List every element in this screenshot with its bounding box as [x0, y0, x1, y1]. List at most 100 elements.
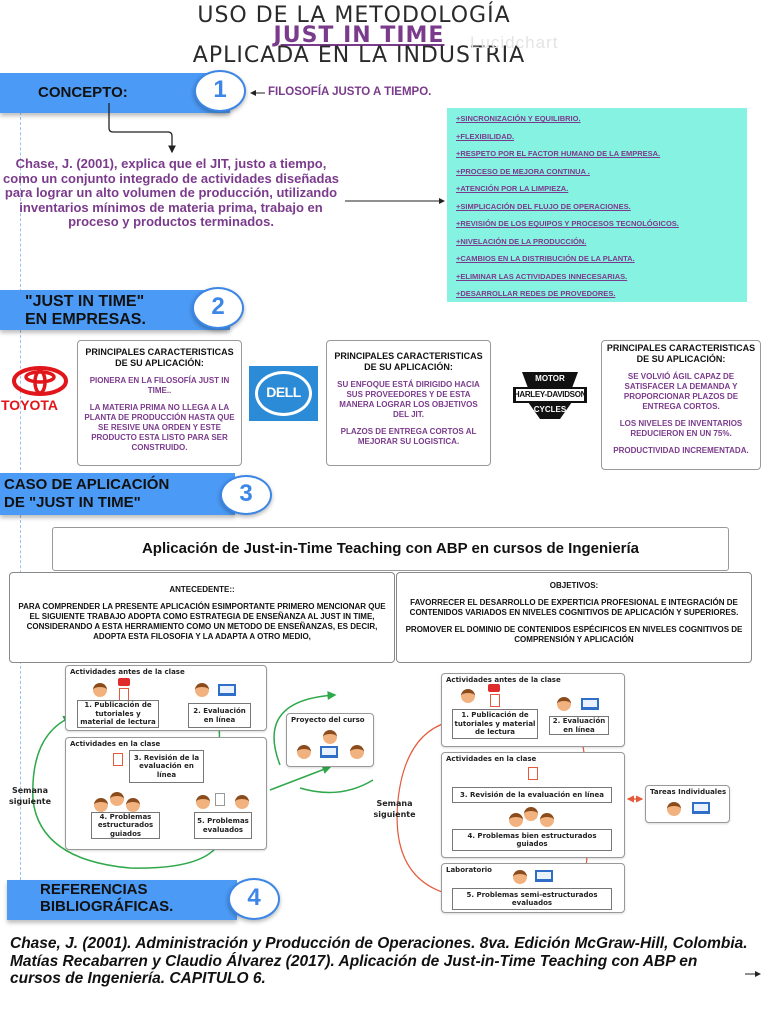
section-label-caso-1: CASO DE APLICACIÓN: [4, 476, 170, 493]
section-label-referencias-2: BIBLIOGRÁFICAS.: [40, 898, 174, 915]
student-avatar-icon: [323, 730, 337, 744]
objetivos-text-2: PROMOVER EL DOMINIO DE CONTENIDOS ESPÉCI…: [405, 625, 743, 644]
principle-item: +REVISIÓN DE LOS EQUIPOS Y PROCESOS TECN…: [456, 219, 679, 228]
dell-logo-icon: DELL: [249, 366, 318, 421]
dell-card: PRINCIPALES CARACTERISTICAS DE SU APLICA…: [326, 340, 491, 466]
right-step-2: 2. Evaluación en línea: [549, 716, 609, 735]
section-label-referencias-1: REFERENCIAS: [40, 881, 148, 898]
laptop-icon: [581, 698, 599, 710]
left-step-5: 5. Problemas evaluados: [194, 812, 252, 839]
harley-card-heading: PRINCIPALES CARACTERISTICAS DE SU APLICA…: [606, 343, 756, 364]
left-next-week-label: Semana siguiente: [8, 786, 52, 806]
group-label: Actividades en la clase: [446, 755, 537, 763]
section-number-1: 1: [194, 70, 246, 112]
dashed-connector: [20, 515, 21, 880]
principle-item: +PROCESO DE MEJORA CONTINUA .: [456, 166, 590, 176]
principle-item: +ATENCIÓN POR LA LIMPIEZA.: [456, 184, 569, 193]
teacher-avatar-icon: [110, 792, 124, 806]
arrow-to-definition: [108, 103, 176, 154]
student-avatar-icon: [195, 683, 209, 697]
group-label: Actividades en la clase: [70, 740, 161, 748]
dell-logo-text: DELL: [266, 384, 301, 400]
student-avatar-icon: [235, 795, 249, 809]
reference-item: Chase, J. (2001). Administración y Produ…: [10, 935, 748, 952]
student-avatar-icon: [513, 870, 527, 884]
right-step-5: 5. Problemas semi-estructurados evaluado…: [452, 888, 612, 910]
principle-item: +SINCRONIZACIÓN Y EQUILIBRIO.: [456, 114, 581, 123]
case-title: Aplicación de Just-in-Time Teaching con …: [52, 527, 729, 571]
section-label-caso-2: DE "JUST IN TIME": [4, 494, 141, 511]
concept-subtitle: FILOSOFÍA JUSTO A TIEMPO.: [268, 86, 432, 98]
laptop-icon: [320, 746, 338, 758]
student-avatar-icon: [297, 745, 311, 759]
toyota-logo-icon: [10, 366, 70, 396]
dashed-connector: [20, 112, 21, 292]
group-label: Tareas Individuales: [650, 788, 727, 796]
principle-item: +SIMPLICACIÓN DEL FLUJO DE OPERACIONES.: [456, 201, 631, 211]
checklist-icon: [113, 753, 123, 766]
watermark: Lucidchart: [470, 33, 559, 52]
section-label-concepto: CONCEPTO:: [38, 84, 128, 101]
group-label: Laboratorio: [446, 866, 492, 874]
principle-item: +FLEXIBILIDAD.: [456, 131, 515, 141]
student-avatar-icon: [557, 697, 571, 711]
checklist-icon: [528, 767, 538, 780]
left-step-4: 4. Problemas estructurados guiados: [91, 812, 160, 839]
dashed-connector: [20, 330, 21, 470]
harley-davidson-logo-icon: MOTOR HARLEY-DAVIDSON CYCLES: [510, 368, 590, 423]
section-label-empresas-2: EN EMPRESAS.: [25, 311, 146, 328]
laptop-icon: [692, 802, 710, 814]
principle-item: +ELIMINAR LAS ACTIVIDADES INNECESARIAS.: [456, 271, 628, 281]
section-number-2: 2: [192, 287, 244, 329]
right-step-4: 4. Problemas bien estructurados guiados: [452, 829, 612, 851]
principle-item: +CAMBIOS EN LA DISTRIBUCIÓN DE LA PLANTA…: [456, 254, 635, 263]
left-step-3: 3. Revisión de la evaluación en línea: [129, 750, 204, 783]
teacher-avatar-icon: [93, 683, 107, 697]
antecedente-text: PARA COMPRENDER LA PRESENTE APLICACIÓN E…: [18, 602, 386, 641]
pdf-icon: [490, 694, 500, 707]
student-avatar-icon: [196, 795, 210, 809]
group-label: Actividades antes de la clase: [70, 668, 185, 676]
right-step-1: 1. Publicación de tutoriales y material …: [452, 709, 538, 739]
toyota-logo-text: TOYOTA: [1, 397, 59, 413]
student-avatar-icon: [126, 798, 140, 812]
principles-list: +SINCRONIZACIÓN Y EQUILIBRIO. +FLEXIBILI…: [447, 108, 747, 302]
toyota-card-point: PIONERA EN LA FILOSOFÍA JUST IN TIME..: [89, 376, 230, 395]
toyota-card-point: LA MATERIA PRIMA NO LLEGA A LA PLANTA DE…: [84, 403, 235, 452]
group-label: Actividades antes de la clase: [446, 676, 561, 684]
dell-card-heading: PRINCIPALES CARACTERISTICAS DE SU APLICA…: [334, 351, 483, 372]
student-avatar-icon: [667, 802, 681, 816]
harley-card-point: PRODUCTIVIDAD INCREMENTADA.: [613, 446, 749, 455]
teacher-avatar-icon: [461, 689, 475, 703]
section-header-concepto: [0, 73, 230, 113]
section-number-4: 4: [228, 878, 280, 920]
antecedente-card: ANTECEDENTE:: PARA COMPRENDER LA PRESENT…: [9, 572, 395, 663]
harley-card-point: SE VOLVIÓ ÁGIL CAPAZ DE SATISFACER LA DE…: [623, 372, 739, 411]
section-label-empresas-1: "JUST IN TIME": [25, 293, 145, 310]
student-avatar-icon: [350, 745, 364, 759]
toyota-card-heading: PRINCIPALES CARACTERISTICAS DE SU APLICA…: [85, 347, 234, 368]
student-avatar-icon: [94, 798, 108, 812]
harley-card: PRINCIPALES CARACTERISTICAS DE SU APLICA…: [601, 340, 761, 470]
right-next-week-label: Semana siguiente: [373, 799, 416, 819]
principle-item: +DESARROLLAR REDES DE PROVEDORES.: [456, 289, 616, 298]
section-number-3: 3: [220, 475, 272, 515]
antecedente-heading: ANTECEDENTE::: [169, 585, 235, 594]
section-header-caso: [0, 473, 235, 515]
section-header-empresas: [0, 290, 230, 330]
student-avatar-icon: [540, 813, 554, 827]
video-icon: [118, 678, 130, 686]
objetivos-heading: OBJETIVOS:: [549, 581, 599, 590]
dell-card-point: PLAZOS DE ENTREGA CORTOS AL MEJORAR SU L…: [340, 427, 477, 446]
references-list: Chase, J. (2001). Administración y Produ…: [10, 935, 750, 988]
harley-logo-bottom: CYCLES: [533, 405, 567, 414]
principle-item: +NIVELACIÓN DE LA PRODUCCIÓN.: [456, 236, 587, 246]
paper-icon: [215, 793, 225, 806]
left-step-2: 2. Evaluación en línea: [188, 703, 251, 728]
right-individual-tasks: Tareas Individuales: [645, 785, 730, 823]
left-step-1: 1. Publicación de tutoriales y material …: [77, 700, 159, 728]
teacher-avatar-icon: [524, 807, 538, 821]
harley-card-point: LOS NIVELES DE INVENTARIOS REDUCIERON EN…: [619, 419, 743, 438]
right-step-3: 3. Revisión de la evaluación en línea: [452, 787, 612, 803]
objetivos-text-1: FAVORRECER EL DESARROLLO DE EXPERTICIA P…: [409, 598, 739, 617]
